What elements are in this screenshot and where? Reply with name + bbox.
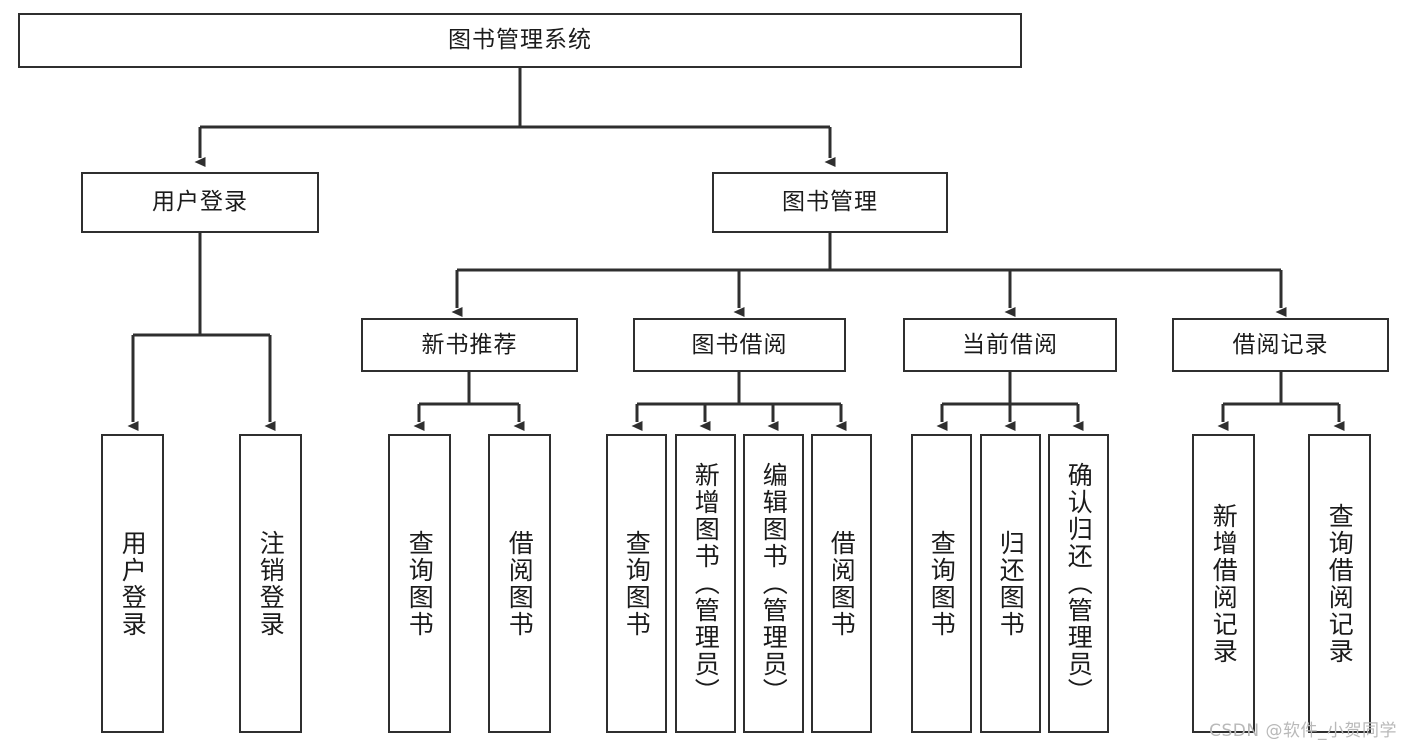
node-label: 图书管理系统 <box>448 27 592 54</box>
leaf-borrow-record-query-record[interactable]: 查询借阅记录 <box>1308 434 1371 733</box>
node-label: 用户登录 <box>152 189 248 216</box>
leaf-new-book-borrow-book[interactable]: 借阅图书 <box>488 434 551 733</box>
node-root-book-management-system[interactable]: 图书管理系统 <box>18 13 1022 68</box>
leaf-label: 借阅图书 <box>827 529 857 638</box>
leaf-book-borrow-edit-book-admin[interactable]: 编辑图书（管理员） <box>743 434 804 733</box>
leaf-label: 注销登录 <box>256 529 286 638</box>
csdn-watermark: CSDN @软件_小贺同学 <box>1209 721 1397 741</box>
leaf-label: 借阅图书 <box>505 529 535 638</box>
node-current-borrow[interactable]: 当前借阅 <box>903 318 1117 372</box>
leaf-label: 确认归还（管理员） <box>1064 462 1094 705</box>
node-label: 图书管理 <box>782 189 878 216</box>
leaf-label: 查询图书 <box>622 529 652 638</box>
leaf-user-login-logout[interactable]: 注销登录 <box>239 434 302 733</box>
node-borrow-record[interactable]: 借阅记录 <box>1172 318 1389 372</box>
leaf-label: 查询图书 <box>405 529 435 638</box>
leaf-book-borrow-query-book[interactable]: 查询图书 <box>606 434 667 733</box>
leaf-label: 新增借阅记录 <box>1209 502 1239 665</box>
node-book-management[interactable]: 图书管理 <box>712 172 948 233</box>
node-label: 当前借阅 <box>962 331 1058 358</box>
node-label: 借阅记录 <box>1232 331 1329 358</box>
leaf-book-borrow-add-book-admin[interactable]: 新增图书（管理员） <box>675 434 736 733</box>
leaf-label: 用户登录 <box>118 529 148 638</box>
leaf-current-borrow-return-book[interactable]: 归还图书 <box>980 434 1041 733</box>
leaf-user-login-login[interactable]: 用户登录 <box>101 434 164 733</box>
leaf-current-borrow-confirm-return-admin[interactable]: 确认归还（管理员） <box>1048 434 1109 733</box>
node-label: 图书借阅 <box>691 331 788 358</box>
node-book-borrow[interactable]: 图书借阅 <box>633 318 846 372</box>
leaf-label: 查询图书 <box>927 529 957 638</box>
node-user-login[interactable]: 用户登录 <box>81 172 319 233</box>
leaf-current-borrow-query-book[interactable]: 查询图书 <box>911 434 972 733</box>
leaf-label: 新增图书（管理员） <box>691 462 721 705</box>
node-new-book-recommend[interactable]: 新书推荐 <box>361 318 578 372</box>
leaf-book-borrow-borrow-book[interactable]: 借阅图书 <box>811 434 872 733</box>
leaf-new-book-query-book[interactable]: 查询图书 <box>388 434 451 733</box>
leaf-label: 编辑图书（管理员） <box>759 462 789 705</box>
leaf-label: 归还图书 <box>996 529 1026 638</box>
leaf-label: 查询借阅记录 <box>1325 502 1355 665</box>
node-label: 新书推荐 <box>421 331 518 358</box>
leaf-borrow-record-add-record[interactable]: 新增借阅记录 <box>1192 434 1255 733</box>
